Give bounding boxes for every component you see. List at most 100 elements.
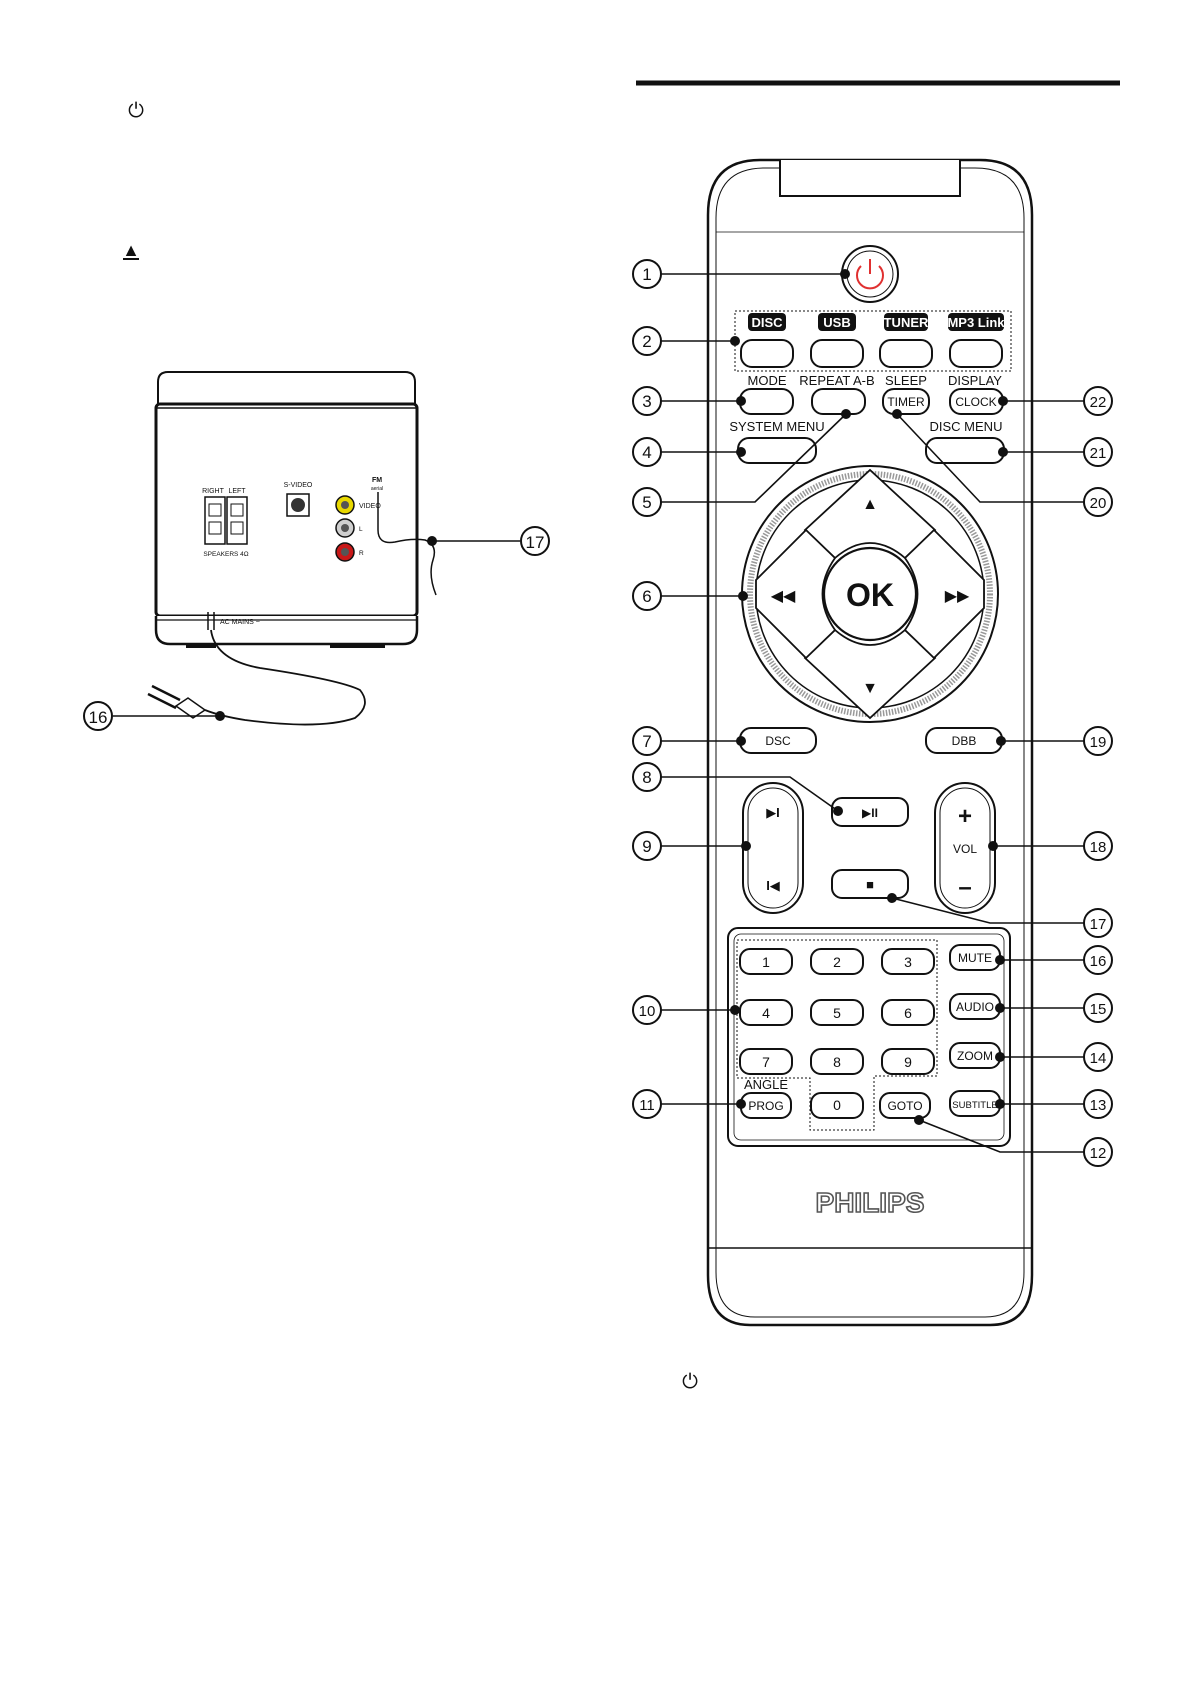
digit-button[interactable]	[739, 948, 793, 975]
callout-number: 13	[1090, 1097, 1107, 1114]
goto-button[interactable]	[879, 1092, 931, 1119]
callout-number: 18	[1090, 839, 1107, 856]
speaker-left-label: LEFT	[228, 488, 246, 495]
eject-symbol: ▲	[122, 240, 140, 260]
callout-15	[1083, 993, 1113, 1023]
source-tag-3	[948, 313, 1004, 331]
callout-number: 9	[642, 837, 651, 856]
timer-button[interactable]	[882, 388, 930, 415]
skip-rocker	[742, 782, 804, 914]
callout-number: 15	[1090, 1001, 1107, 1018]
digit-button[interactable]	[739, 999, 793, 1026]
digit-label: 9	[904, 1054, 912, 1070]
digit-button[interactable]	[810, 1048, 864, 1075]
leader-dot-3	[736, 396, 746, 406]
digit-label: 3	[904, 954, 912, 970]
leader-dot-7	[736, 736, 746, 746]
ok-button[interactable]	[822, 546, 918, 642]
callout-10	[632, 995, 662, 1025]
digit-button[interactable]	[739, 1048, 793, 1075]
callout-18	[1083, 831, 1113, 861]
digit-label: 4	[762, 1005, 770, 1021]
callout-13	[1083, 1089, 1113, 1119]
digit-button[interactable]	[881, 948, 935, 975]
speaker-right-label: RIGHT	[202, 488, 225, 495]
callout-11	[632, 1089, 662, 1119]
display-label: DISPLAY	[948, 373, 1002, 388]
digit-button[interactable]	[810, 999, 864, 1026]
callout-17	[1083, 908, 1113, 938]
volume-up-icon[interactable]: +	[958, 803, 972, 830]
callout-16	[1083, 945, 1113, 975]
disc-menu-button[interactable]	[925, 437, 1005, 464]
callout-8	[632, 762, 662, 792]
source-button[interactable]	[949, 339, 1003, 368]
timer-label: TIMER	[887, 395, 925, 409]
digit-button[interactable]	[881, 1048, 935, 1075]
subtitle-label: SUBTITLE	[952, 1100, 997, 1111]
callout-14	[1083, 1042, 1113, 1072]
callout-number: 17	[1090, 916, 1107, 933]
callout-number: 21	[1090, 445, 1107, 462]
digit-button[interactable]	[881, 999, 935, 1026]
previous-icon[interactable]: I◀	[766, 878, 780, 893]
vol-label: VOL	[953, 842, 977, 856]
volume-down-icon[interactable]: –	[958, 874, 971, 901]
callout-number: 14	[1090, 1050, 1107, 1067]
video-label: VIDEO	[359, 503, 381, 510]
dbb-label: DBB	[952, 734, 977, 748]
mode-button[interactable]	[739, 388, 794, 415]
nav-left-button[interactable]	[755, 528, 837, 660]
source-button[interactable]	[879, 339, 933, 368]
callout-number: 3	[642, 392, 651, 411]
callout-number: 20	[1090, 495, 1107, 512]
digit-button[interactable]	[810, 948, 864, 975]
leader-dot-21	[998, 447, 1008, 457]
callout-number: 6	[642, 587, 651, 606]
leader-dot-6	[738, 591, 748, 601]
source-label: MP3 Link	[947, 315, 1005, 330]
digit-button[interactable]	[810, 1092, 864, 1119]
callout-2	[632, 326, 662, 356]
play-pause-icon: ▶II	[862, 806, 878, 820]
next-icon[interactable]: ▶I	[766, 805, 780, 820]
leader-dot-5	[841, 409, 851, 419]
callout-number: 4	[642, 443, 651, 462]
source-label: USB	[823, 315, 850, 330]
callout-number: 5	[642, 493, 651, 512]
digit-label: 1	[762, 954, 770, 970]
callout-back-17	[520, 526, 550, 556]
leader-dot-12	[914, 1115, 924, 1125]
fm-aerial-wire	[377, 492, 437, 596]
stop-icon: ■	[866, 877, 874, 892]
source-button[interactable]	[810, 339, 864, 368]
callout-number: 16	[1090, 953, 1107, 970]
clock-label: CLOCK	[955, 395, 996, 409]
stop-button[interactable]	[831, 869, 909, 899]
system-menu-button[interactable]	[737, 437, 817, 464]
callout-back-17-number: 17	[526, 533, 545, 552]
speakers-label: SPEAKERS 4Ω	[203, 551, 248, 558]
keypad-panel	[727, 927, 1011, 1147]
power-icon	[856, 265, 884, 290]
callout-number: 1	[642, 265, 651, 284]
source-label: TUNER	[884, 315, 929, 330]
leader-dot-8	[833, 806, 843, 816]
leader-line-5	[661, 413, 847, 503]
disc-menu-label: DISC MENU	[930, 419, 1003, 434]
fm-sub-label: aerial	[371, 486, 383, 492]
digit-label: 6	[904, 1005, 912, 1021]
callout-number: 12	[1090, 1145, 1107, 1162]
source-button[interactable]	[740, 339, 794, 368]
callout-number: 2	[642, 332, 651, 351]
leader-dot-14	[995, 1052, 1005, 1062]
ok-label: OK	[846, 577, 894, 613]
repeat-ab-button[interactable]	[811, 388, 866, 415]
callout-6	[632, 581, 662, 611]
callout-back-16-number: 16	[89, 708, 108, 727]
leader-dot-19	[996, 736, 1006, 746]
play-pause-button[interactable]	[831, 797, 909, 827]
nav-right-button[interactable]	[903, 528, 985, 660]
